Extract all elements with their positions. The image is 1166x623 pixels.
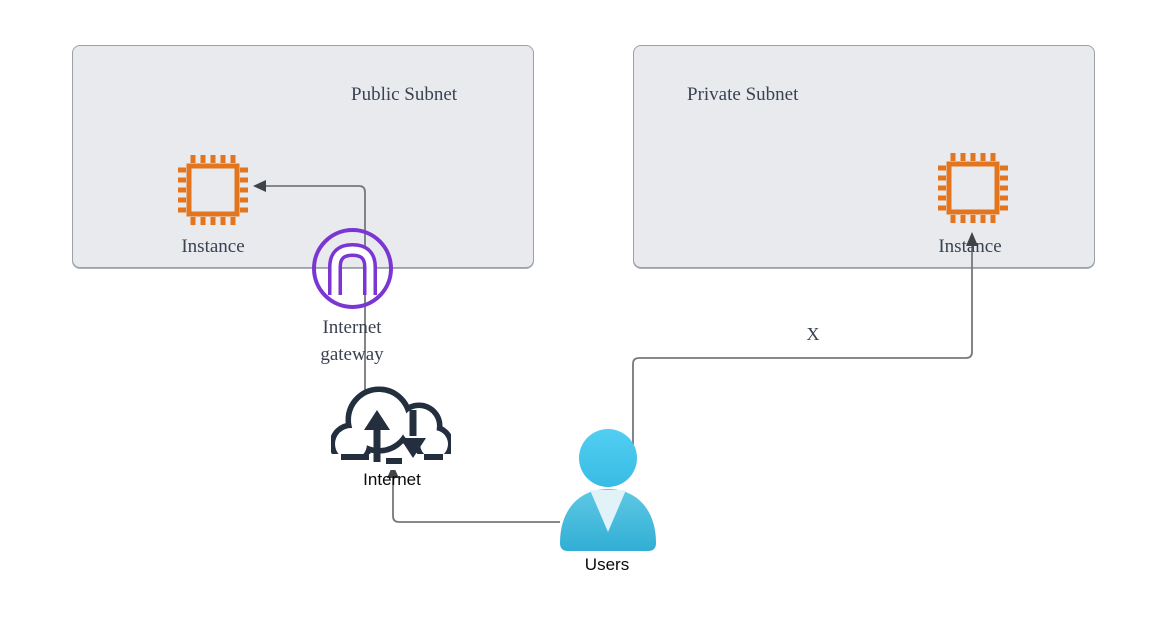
public-subnet-title: Public Subnet (351, 84, 458, 105)
internet-cloud-icon (331, 386, 451, 470)
connector-users-to-private-instance (632, 246, 973, 460)
internet-label: Internet (363, 470, 421, 489)
up-down-arrows (364, 410, 426, 462)
private-instance-chip-icon (938, 153, 1008, 223)
public-subnet-box (72, 45, 534, 268)
private-subnet-title: Private Subnet (687, 84, 799, 105)
internet-gateway-label: Internet gateway (320, 317, 384, 365)
public-instance-chip-icon (178, 155, 248, 225)
users-person-icon (560, 429, 656, 551)
private-instance-label: Instance (938, 236, 1002, 257)
users-label: Users (584, 555, 630, 574)
public-instance-label: Instance (181, 236, 245, 257)
blocked-connection-marker: X (806, 324, 820, 344)
internet-gateway-icon (312, 228, 393, 309)
private-subnet-box (633, 45, 1095, 268)
